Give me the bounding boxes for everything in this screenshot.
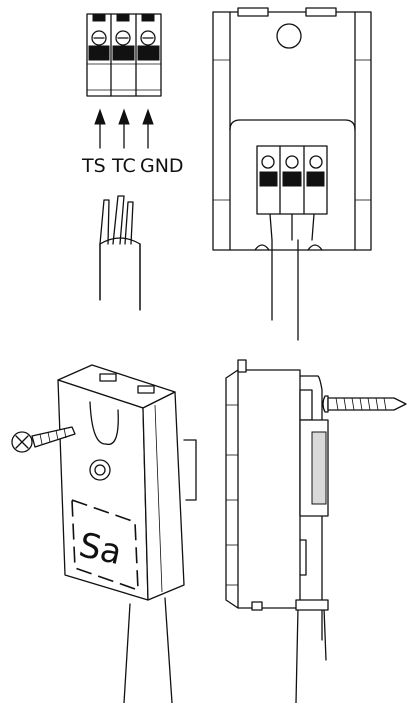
arrow-up-icon bbox=[94, 108, 106, 149]
housing-isometric-view: Sa bbox=[57, 364, 197, 601]
terminal-block-icon bbox=[256, 145, 328, 215]
cable-icon bbox=[99, 195, 141, 311]
label-tc: TC bbox=[111, 155, 136, 177]
label-ts: TS bbox=[81, 155, 106, 177]
arrow-up-icon bbox=[118, 108, 130, 149]
screw-icon bbox=[322, 395, 407, 413]
cable-icon bbox=[123, 597, 173, 704]
plate-label: Sa bbox=[75, 525, 125, 573]
screw-icon bbox=[11, 426, 76, 453]
cable-icon bbox=[269, 213, 315, 341]
arrow-up-icon bbox=[142, 108, 154, 149]
housing-side-view bbox=[225, 359, 329, 704]
terminal-block-icon bbox=[86, 13, 162, 97]
label-gnd: GND bbox=[140, 155, 184, 177]
